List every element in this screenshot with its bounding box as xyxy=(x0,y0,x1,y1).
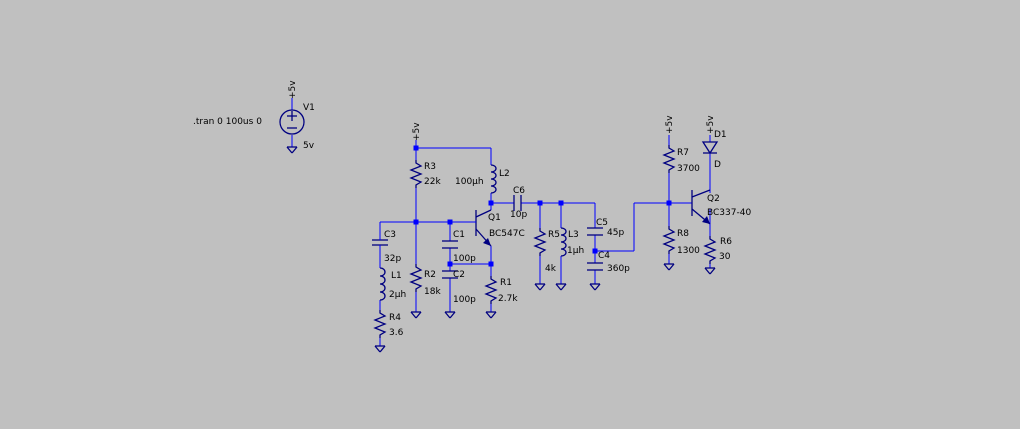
c2-value: 100p xyxy=(453,295,476,305)
inductor-l2[interactable]: L2 100µh xyxy=(455,164,510,194)
q1-value: BC547C xyxy=(489,229,525,239)
c5-name: C5 xyxy=(596,218,608,228)
c1-name: C1 xyxy=(453,230,465,240)
r4-name: R4 xyxy=(389,313,401,323)
c4-value: 360p xyxy=(607,264,630,274)
r6-value: 30 xyxy=(719,252,731,262)
d1-value: D xyxy=(714,160,721,170)
d1-supply-label: +5v xyxy=(706,115,716,134)
r3-name: R3 xyxy=(424,162,436,172)
r5-value: 4k xyxy=(545,264,557,274)
inductor-l3[interactable]: L3 1µh xyxy=(555,227,584,291)
transistor-q1[interactable]: Q1 BC547C xyxy=(470,209,525,247)
l2-value: 100µh xyxy=(455,177,484,187)
q2-stage-wires xyxy=(668,135,711,268)
l1-value: 2µh xyxy=(389,290,406,300)
r5-name: R5 xyxy=(548,230,560,240)
q2-value: BC337-40 xyxy=(707,208,751,218)
transistor-q2[interactable]: Q2 BC337-40 xyxy=(691,189,751,236)
r1-value: 2.7k xyxy=(498,294,518,304)
v1-node-label: +5v xyxy=(288,80,298,99)
resistor-r3[interactable]: R3 22k xyxy=(409,160,441,188)
resistor-r8[interactable]: R8 1300 xyxy=(662,226,700,271)
capacitor-c2[interactable]: C2 100p xyxy=(442,270,476,319)
c6-name: C6 xyxy=(513,186,525,196)
resistor-r2[interactable]: R2 18k xyxy=(409,264,441,319)
r3-value: 22k xyxy=(424,177,441,187)
r4-value: 3.6 xyxy=(389,328,404,338)
c4-name: C4 xyxy=(598,251,610,261)
resistor-r4[interactable]: R4 3.6 xyxy=(373,310,404,353)
l2-name: L2 xyxy=(499,169,510,179)
diode-d1[interactable]: D1 D xyxy=(701,130,727,170)
v1-name: V1 xyxy=(303,103,315,113)
q2-name: Q2 xyxy=(707,194,720,204)
v1-value: 5v xyxy=(303,141,315,151)
c3-value: 32p xyxy=(384,254,401,264)
resistor-r6[interactable]: R6 30 xyxy=(703,236,732,275)
c2-name: C2 xyxy=(453,270,465,280)
l3-name: L3 xyxy=(568,230,579,240)
r6-name: R6 xyxy=(720,237,732,247)
r2-name: R2 xyxy=(424,270,436,280)
r7-supply-flag: +5v xyxy=(665,115,675,134)
r1-name: R1 xyxy=(500,278,512,288)
l1-name: L1 xyxy=(391,271,402,281)
q1-name: Q1 xyxy=(488,213,501,223)
l3-value: 1µh xyxy=(567,246,584,256)
c6-value: 10p xyxy=(510,210,527,220)
capacitor-c6[interactable]: C6 10p xyxy=(510,186,527,220)
c5-value: 45p xyxy=(607,228,624,238)
spice-directive[interactable]: .tran 0 100us 0 xyxy=(193,117,262,127)
resistor-r5[interactable]: R5 4k xyxy=(533,228,560,291)
d1-supply-flag: +5v xyxy=(706,115,716,134)
inductor-l1[interactable]: L1 2µh xyxy=(379,267,406,301)
q1-supply-flag: +5v xyxy=(412,122,422,148)
c3-name: C3 xyxy=(384,230,396,240)
capacitor-c1[interactable]: C1 100p xyxy=(442,230,476,264)
q1-supply-label: +5v xyxy=(412,122,422,141)
voltage-source-v1[interactable]: +5v V1 5v xyxy=(279,80,315,154)
r7-value: 3700 xyxy=(677,164,700,174)
d1-name: D1 xyxy=(714,130,727,140)
capacitor-c4[interactable]: C4 360p xyxy=(587,251,630,291)
resistor-r1[interactable]: R1 2.7k xyxy=(484,276,518,319)
resistor-r7[interactable]: R7 3700 xyxy=(662,145,700,174)
capacitor-c5[interactable]: C5 45p xyxy=(587,218,624,238)
r8-name: R8 xyxy=(677,229,689,239)
r8-value: 1300 xyxy=(677,246,700,256)
r2-value: 18k xyxy=(424,287,441,297)
capacitor-c3[interactable]: C3 32p xyxy=(372,230,401,264)
c1-value: 100p xyxy=(453,254,476,264)
r7-name: R7 xyxy=(677,148,689,158)
r7-supply-label: +5v xyxy=(665,115,675,134)
